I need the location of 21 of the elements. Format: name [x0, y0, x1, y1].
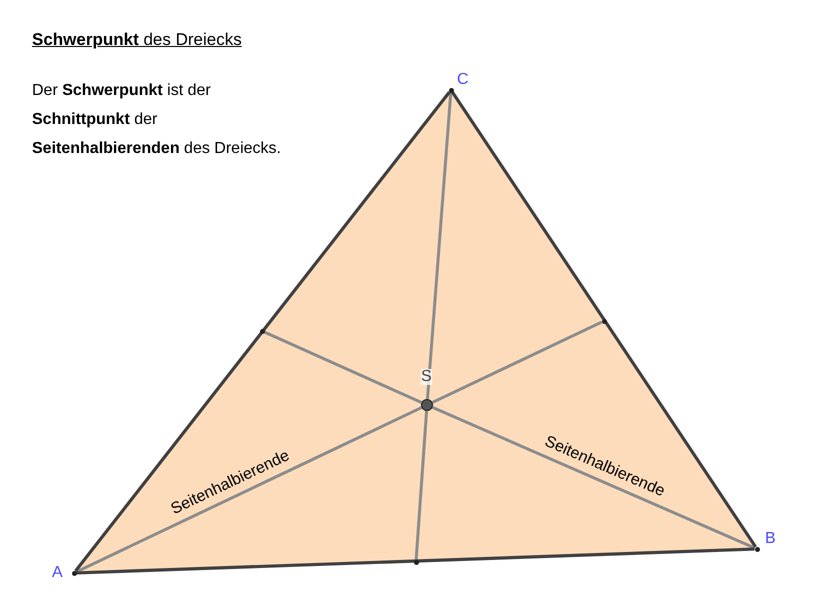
triangle-side — [76, 548, 755, 574]
point — [72, 570, 76, 576]
triangle-side — [74, 90, 451, 572]
point — [260, 328, 264, 334]
point-label: C — [457, 72, 469, 88]
median-line — [432, 406, 756, 550]
point-label: A — [52, 565, 63, 581]
point — [602, 318, 606, 324]
median-line — [76, 406, 422, 574]
point — [754, 546, 760, 552]
title: Schwerpunkt des Dreiecks — [32, 30, 242, 50]
triangle-side — [451, 91, 757, 548]
point — [448, 88, 454, 92]
median-line — [426, 92, 452, 400]
median-line — [264, 330, 422, 404]
description-text: Der Schwerpunkt ist der Schnittpunkt der Seitenhalbierenden des Dreiecks. — [32, 81, 282, 159]
median-line — [414, 410, 428, 560]
median-line — [432, 320, 602, 404]
point — [414, 560, 418, 564]
point-label: S — [421, 369, 432, 385]
point-label: B — [765, 531, 776, 547]
